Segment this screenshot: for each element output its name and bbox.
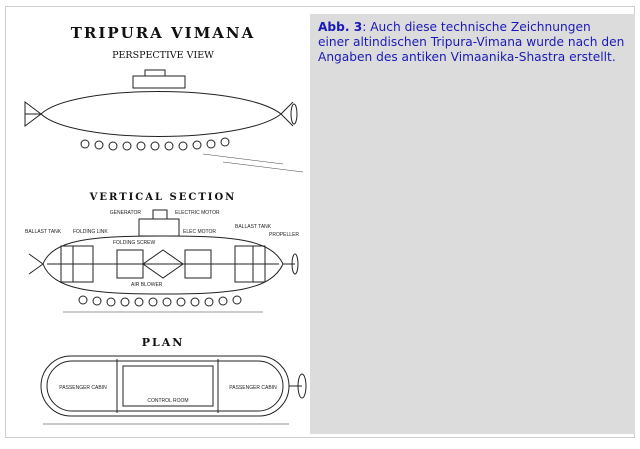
perspective-wheels — [80, 137, 230, 151]
label-elec-motor: ELEC MOTOR — [183, 229, 216, 235]
figure-caption: Abb. 3: Auch diese technische Zeichnunge… — [318, 20, 625, 65]
figure-frame: TRIPURA VIMANA PERSPECTIVE VIEW — [5, 6, 635, 438]
figure-number: Abb. 3 — [318, 20, 363, 34]
label-folding-screw: FOLDING SCREW — [113, 240, 156, 246]
drawing-subtitle: PERSPECTIVE VIEW — [112, 50, 214, 61]
label-folding-link: FOLDING LINK — [73, 229, 108, 235]
plan-view — [40, 355, 307, 425]
label-ballast-tank-right: BALLAST TANK — [235, 224, 272, 230]
label-passenger-cabin-left: PASSENGER CABIN — [59, 385, 107, 391]
label-electric-motor: ELECTRIC MOTOR — [175, 210, 220, 216]
caption-text: : Auch diese technische Zeichnungen eine… — [318, 20, 625, 64]
tripura-vimana-drawing: TRIPURA VIMANA PERSPECTIVE VIEW — [13, 14, 307, 434]
label-control-room: CONTROL ROOM — [147, 398, 188, 404]
plan-title: PLAN — [142, 336, 185, 349]
vertical-section-title: VERTICAL SECTION — [89, 192, 237, 203]
perspective-view — [24, 69, 298, 137]
caption-cell: Abb. 3: Auch diese technische Zeichnunge… — [310, 14, 635, 434]
label-generator: GENERATOR — [110, 210, 142, 216]
drawing-title: TRIPURA VIMANA — [71, 24, 256, 42]
label-air-blower: AIR BLOWER — [131, 282, 163, 288]
label-ballast-tank-left: BALLAST TANK — [25, 229, 62, 235]
label-passenger-cabin-right: PASSENGER CABIN — [229, 385, 277, 391]
vertical-section — [28, 209, 299, 295]
label-propeller: PROPELLER — [269, 232, 299, 238]
section-wheels — [78, 295, 242, 307]
technical-drawing: TRIPURA VIMANA PERSPECTIVE VIEW — [24, 24, 307, 425]
